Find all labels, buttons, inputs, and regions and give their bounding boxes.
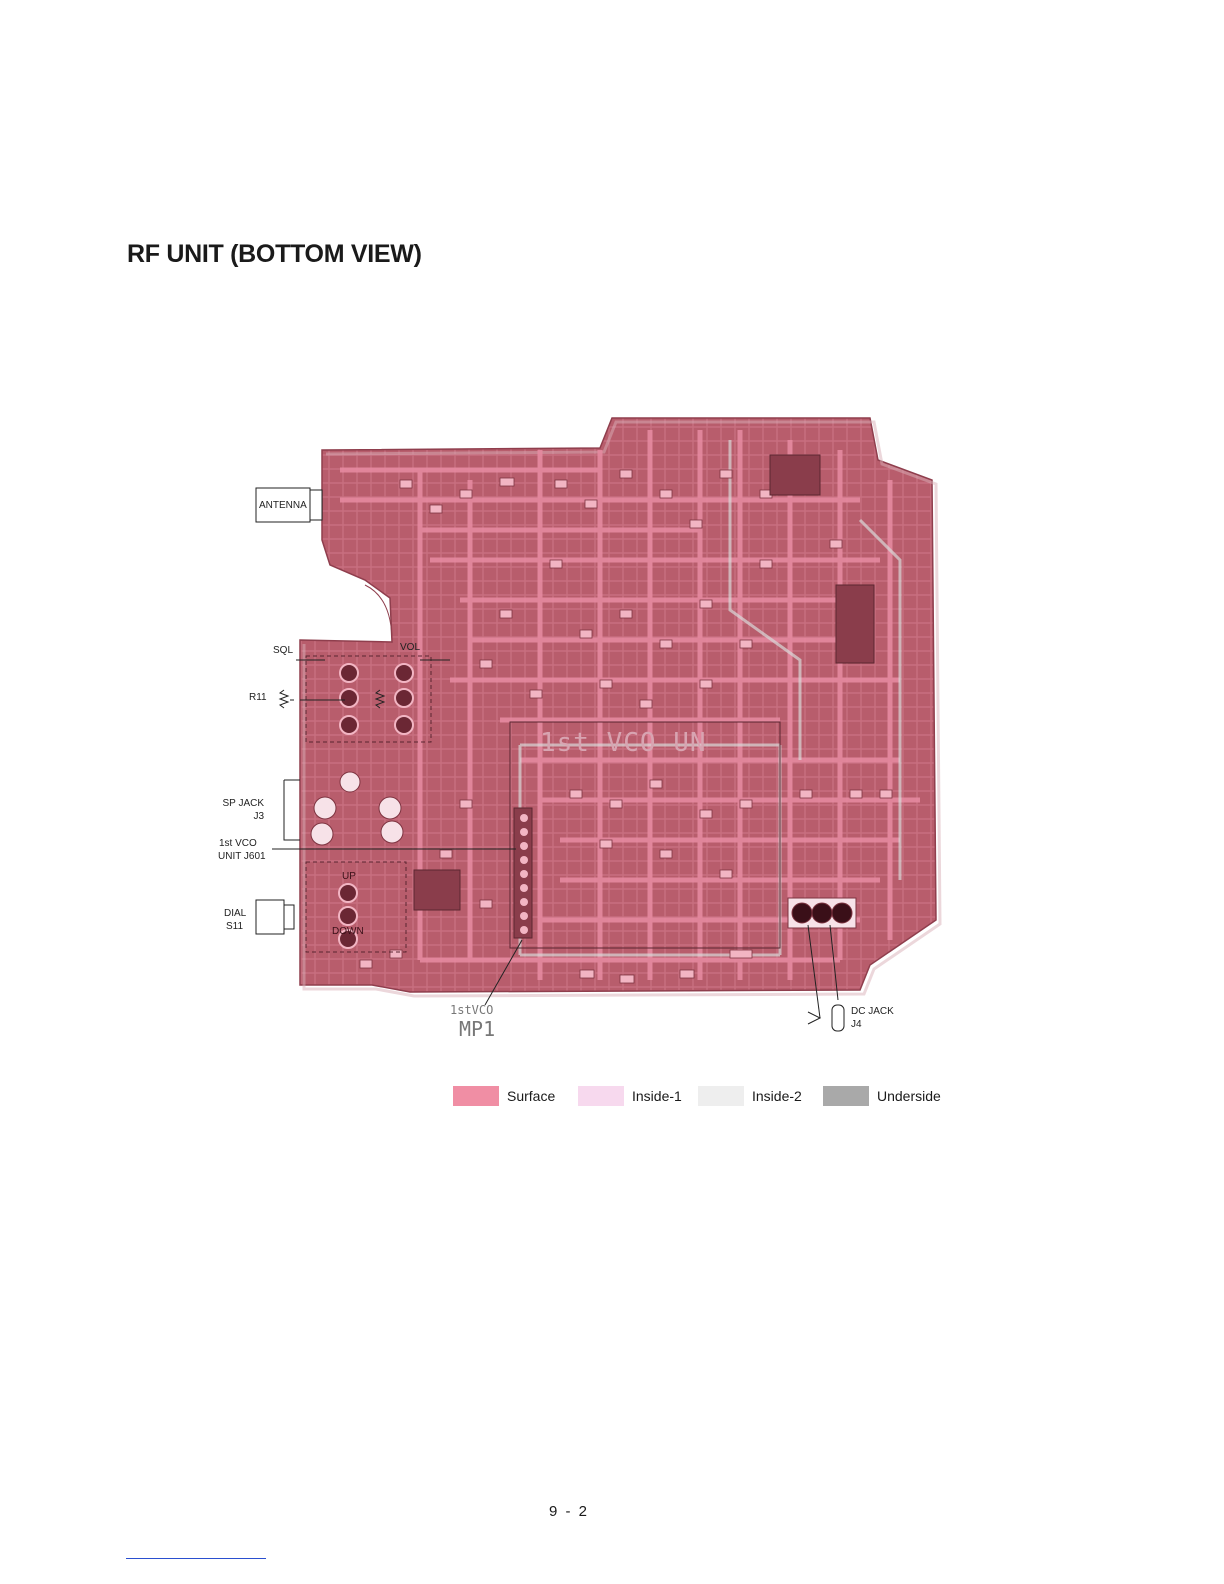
vco-unit-j-label: UNIT J601 xyxy=(218,851,266,862)
up-label: UP xyxy=(342,871,356,882)
vco-mp-top-label: 1stVCO xyxy=(450,1003,493,1017)
legend-swatch-underside xyxy=(823,1086,869,1106)
page-number: 9 - 2 xyxy=(549,1503,589,1520)
board-vco-label: 1st VCO UN xyxy=(540,728,707,758)
footer-rule xyxy=(126,1558,266,1559)
vco-unit-label: 1st VCO xyxy=(219,838,257,849)
vol-label: VOL xyxy=(400,642,420,653)
legend-swatch-inside-2 xyxy=(698,1086,744,1106)
legend-label-surface: Surface xyxy=(507,1088,555,1104)
legend-inside-2: Inside-2 xyxy=(698,1085,802,1107)
sp-jack-label: SP JACK xyxy=(210,798,264,809)
legend-label-underside: Underside xyxy=(877,1088,941,1104)
j4-label: J4 xyxy=(851,1019,862,1030)
s11-label: S11 xyxy=(226,921,243,932)
legend-underside: Underside xyxy=(823,1085,941,1107)
sql-label: SQL xyxy=(273,645,293,656)
legend-swatch-inside-1 xyxy=(578,1086,624,1106)
legend-swatch-surface xyxy=(453,1086,499,1106)
legend-inside-1: Inside-1 xyxy=(578,1085,682,1107)
down-label: DOWN xyxy=(332,926,364,937)
j3-label: J3 xyxy=(240,811,264,822)
antenna-label: ANTENNA xyxy=(259,500,307,511)
dc-jack-label: DC JACK xyxy=(851,1006,894,1017)
legend-surface: Surface xyxy=(453,1085,555,1107)
dial-label: DIAL xyxy=(224,908,246,919)
vco-mp-bottom-label: MP1 xyxy=(459,1017,495,1041)
r11-label: R11 xyxy=(249,692,267,703)
legend-label-inside-2: Inside-2 xyxy=(752,1088,802,1104)
legend-label-inside-1: Inside-1 xyxy=(632,1088,682,1104)
